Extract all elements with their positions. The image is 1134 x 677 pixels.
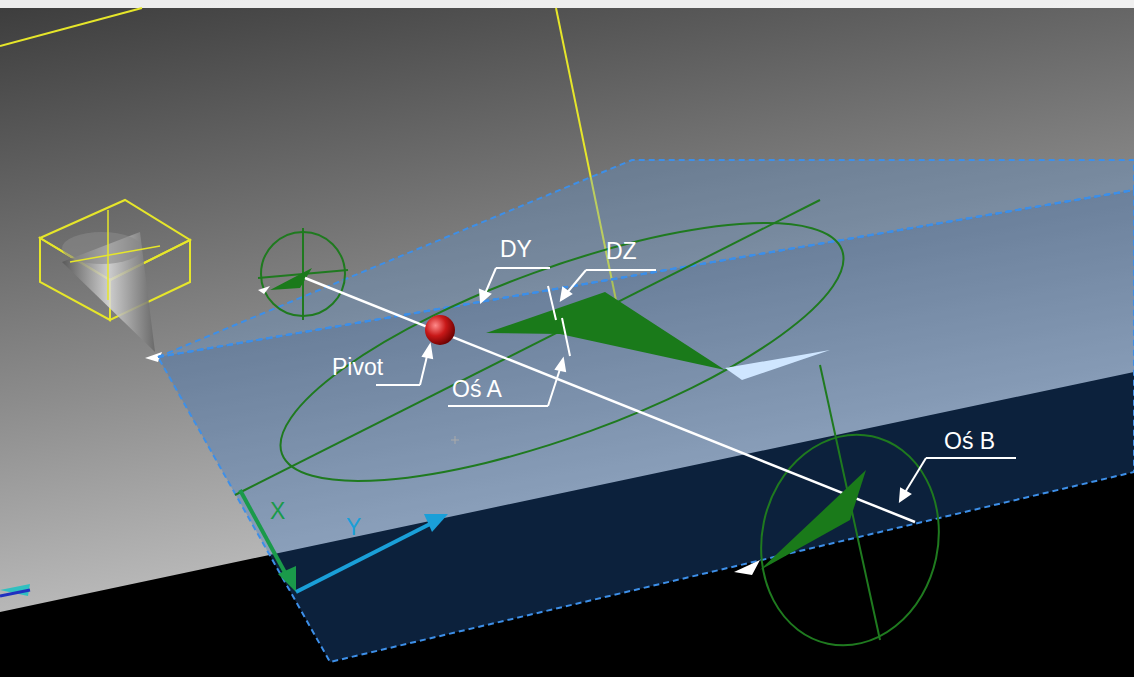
axis-label: Pivot xyxy=(332,356,383,379)
bounding-box xyxy=(158,160,1134,662)
camera-icon xyxy=(40,200,190,362)
axis-arrows xyxy=(258,268,915,575)
coordinate-arrows xyxy=(0,490,448,596)
axis-label: DZ xyxy=(606,240,637,263)
axis-label: Y xyxy=(346,516,361,539)
axis-label: Oś A xyxy=(452,378,502,401)
leader-lines xyxy=(376,268,1016,501)
axis-label: DY xyxy=(500,238,532,261)
axis-label: Oś B xyxy=(944,430,995,453)
axis-label: X xyxy=(270,500,285,523)
rotation-gizmo xyxy=(235,171,958,662)
